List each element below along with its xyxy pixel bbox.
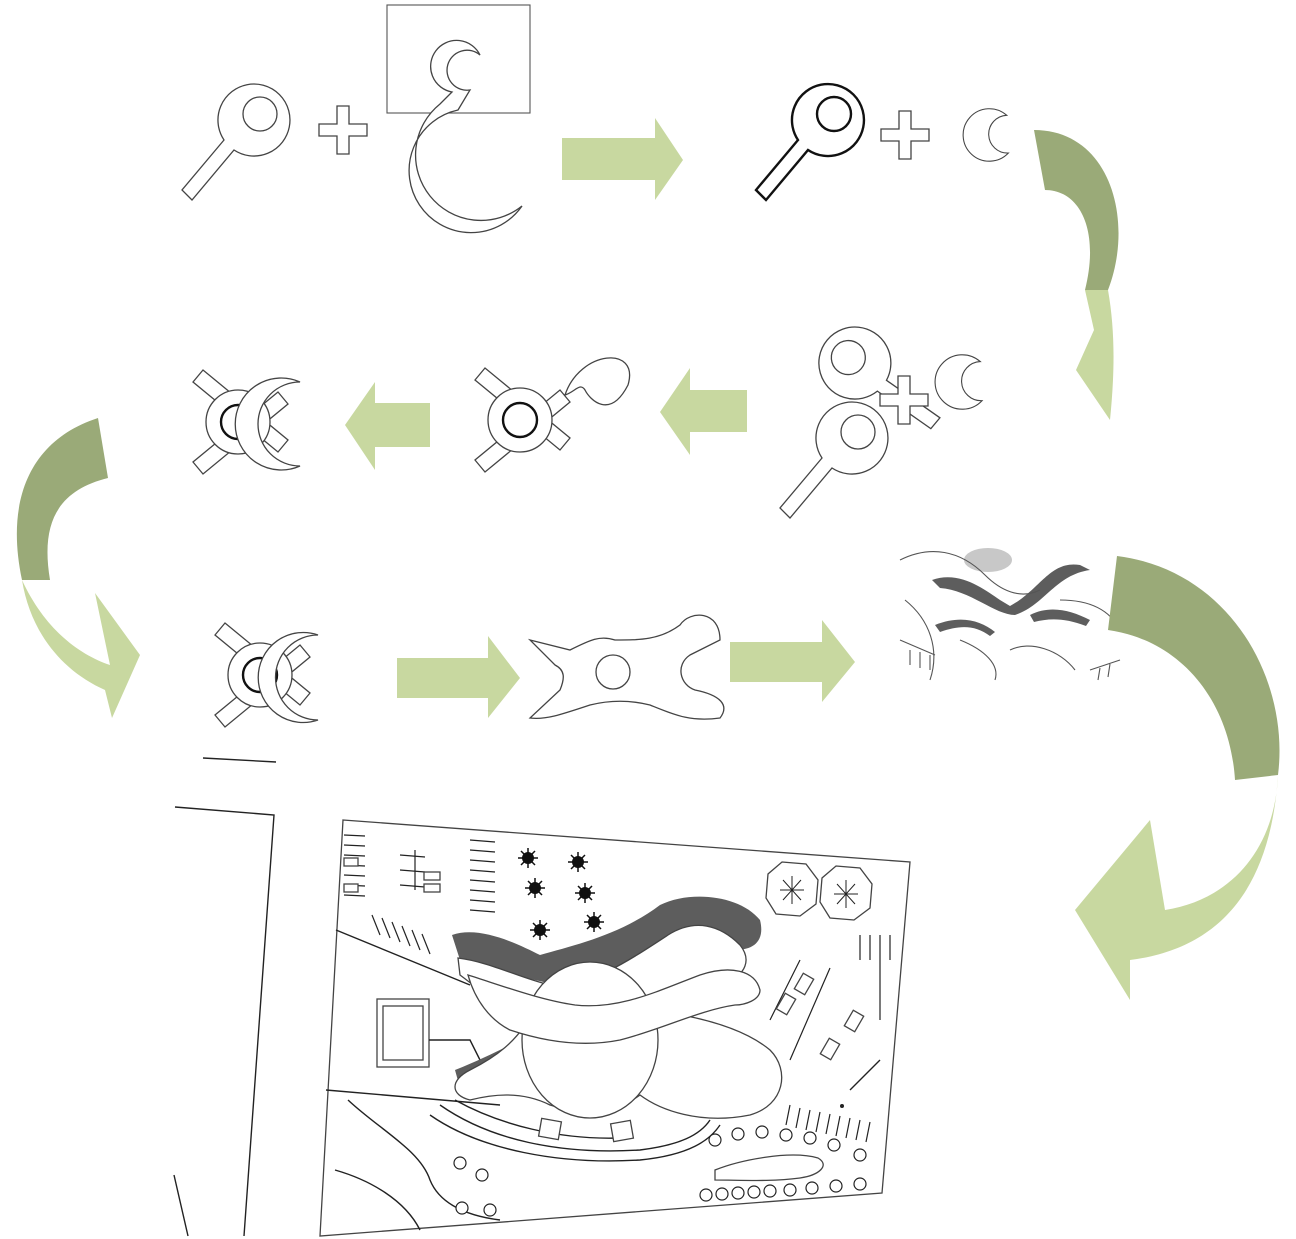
step-7-shape [527, 614, 725, 720]
left-arrow-icon [660, 368, 747, 455]
arrow-8 [1075, 556, 1280, 1000]
step-4-shape [473, 357, 631, 474]
step-2-shape [754, 82, 1009, 202]
octagon-icon [765, 861, 873, 921]
arrow-7 [730, 620, 855, 702]
right-arrow-icon [730, 620, 855, 702]
step-5-shape [191, 368, 301, 476]
left-arrow-icon [345, 382, 430, 470]
right-arrow-icon [397, 636, 520, 718]
curved-down-arrow-icon [1034, 130, 1119, 290]
curved-down-arrow-icon [1108, 556, 1280, 780]
right-arrow-icon [562, 118, 683, 200]
step-8-sketch [892, 548, 1124, 681]
step-6-shape [213, 621, 319, 729]
step-1-shape [181, 4, 531, 234]
arrow-4 [345, 382, 430, 470]
arrow-3 [660, 368, 747, 455]
arrow-5 [16, 418, 140, 718]
curved-down-arrow-icon [16, 418, 108, 580]
step-9-site-plan [173, 757, 911, 1237]
step-3-shape [779, 319, 983, 519]
arrow-6 [397, 636, 520, 718]
arrow-2 [1034, 130, 1119, 420]
arrow-1 [562, 118, 683, 200]
